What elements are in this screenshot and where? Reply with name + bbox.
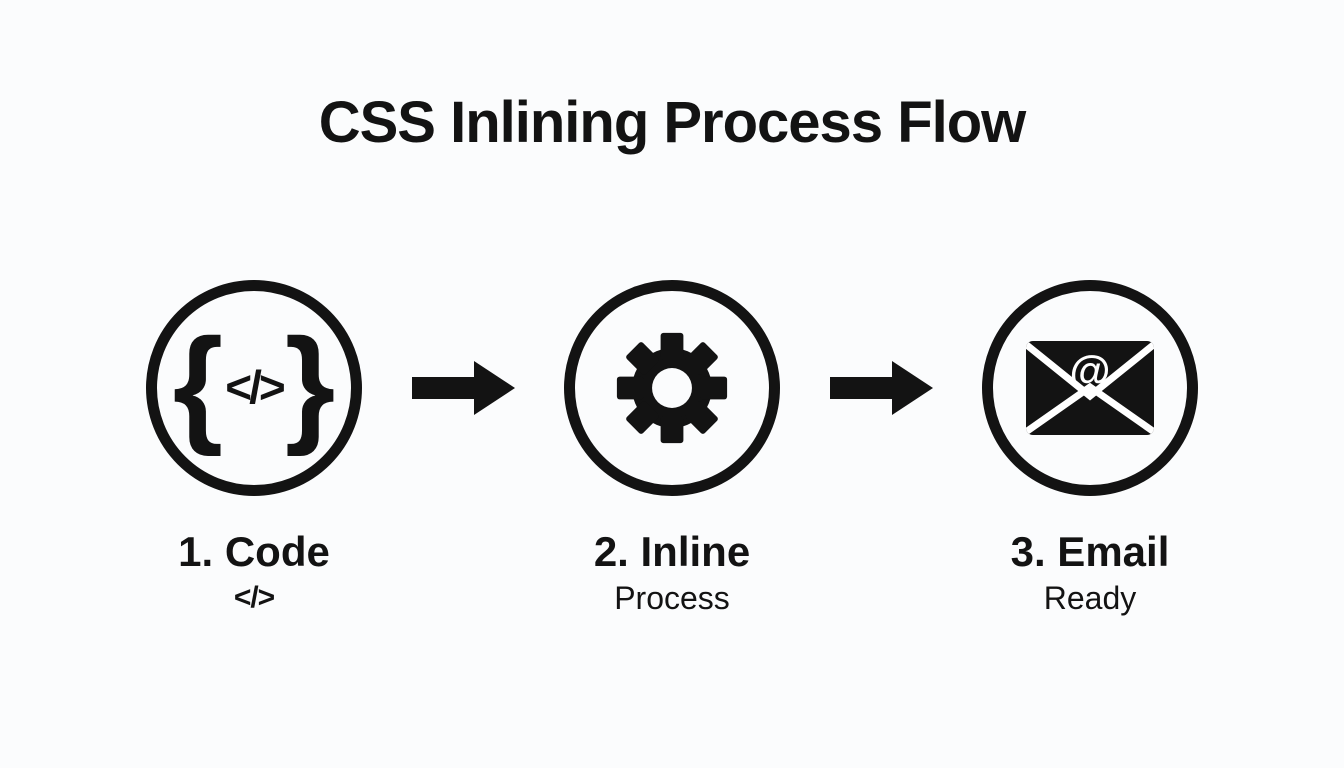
step-label-main: 2. Inline <box>593 528 751 575</box>
at-symbol-glyph: @ <box>1070 347 1111 394</box>
brace-right: } <box>284 311 336 457</box>
step-label-main: 3. Email <box>1010 528 1170 575</box>
step-circle-email: @ <box>982 280 1198 496</box>
step-label-sub: Ready <box>1043 580 1137 616</box>
step-label-main: 1. Code <box>178 528 330 575</box>
step-label-inline: 2. Inline Process <box>564 528 780 618</box>
step-label-code: 1. Code </> <box>146 528 362 618</box>
envelope-at-icon: @ <box>1026 341 1154 435</box>
step-circle-code: { </> } <box>146 280 362 496</box>
process-flow: { </> } <box>0 280 1344 496</box>
step-circle-inline <box>564 280 780 496</box>
step-label-sub: </> <box>233 581 275 614</box>
gear-icon <box>616 332 728 444</box>
flow-arrow-2 <box>780 356 982 420</box>
flow-arrow-1 <box>362 356 564 420</box>
step-labels: 1. Code </> 2. Inline Process 3. Email R… <box>0 528 1344 618</box>
step-label-email: 3. Email Ready <box>982 528 1198 618</box>
arrow-right-icon <box>829 361 933 415</box>
code-braces-icon: { </> } <box>173 319 336 449</box>
brace-left: { <box>172 311 224 457</box>
diagram-title: CSS Inlining Process Flow <box>318 90 1027 155</box>
step-label-sub: Process <box>614 580 730 616</box>
arrow-right-icon <box>411 361 515 415</box>
code-tag-glyph: </> <box>225 361 285 413</box>
